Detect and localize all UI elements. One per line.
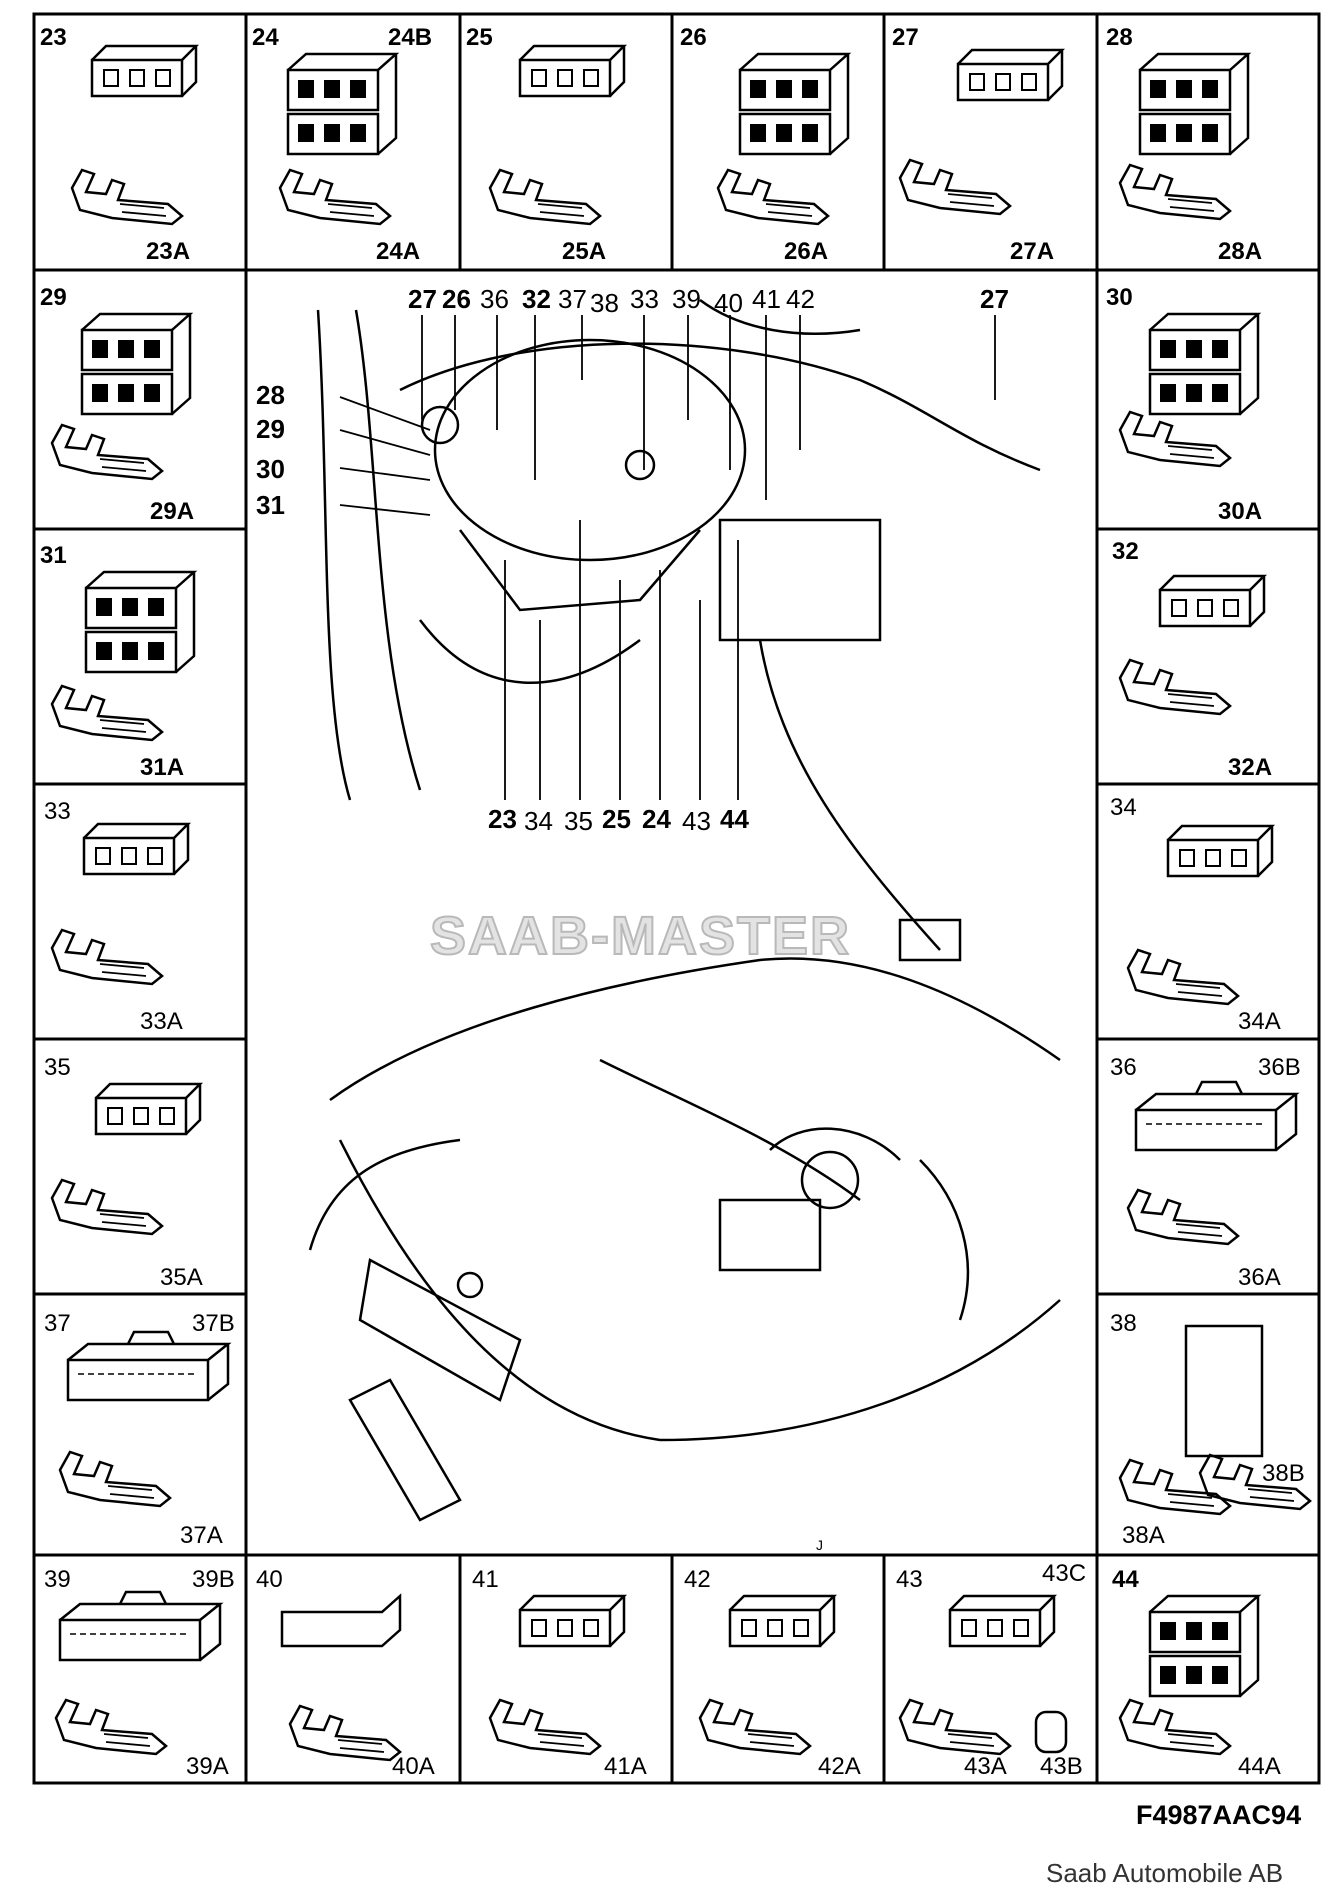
right-cell-32a-label: 32A (1228, 754, 1273, 781)
callout-bottom-35: 35 (564, 806, 593, 836)
callout-top-26: 26 (442, 284, 471, 314)
top-cell-24-label: 24 (252, 24, 279, 51)
callout-left-28: 28 (256, 380, 285, 410)
figure-code: F4987AAC94 (1136, 1800, 1302, 1830)
right-cell-36a-label: 36A (1238, 1264, 1281, 1291)
vehicle-illustration (308, 298, 1061, 1522)
right-cell-30a-label: 30A (1218, 498, 1263, 525)
left-cell-37-label: 37 (44, 1310, 71, 1337)
bottom-cell-40-label: 40 (256, 1566, 283, 1593)
top-cell-28-label: 28 (1106, 24, 1133, 51)
bottom-cell-43-label: 43 (896, 1566, 923, 1593)
callout-top-42: 42 (786, 284, 815, 314)
callout-top-33: 33 (630, 284, 659, 314)
callout-bottom-43: 43 (682, 806, 711, 836)
callout-bottom-25: 25 (602, 804, 631, 834)
right-cell-36-label: 36 (1110, 1054, 1137, 1081)
left-cell-35-label: 35 (44, 1054, 71, 1081)
callout-leaders (339, 315, 996, 800)
callout-bottom-44: 44 (720, 804, 749, 834)
copyright-text: Saab Automobile AB (1046, 1858, 1284, 1888)
bottom-cell-43b-label: 43B (1040, 1753, 1083, 1780)
left-cell-29a-label: 29A (150, 498, 195, 525)
callout-top-38: 38 (590, 288, 619, 318)
callout-left-30: 30 (256, 454, 285, 484)
top-cell-24b-label: 24B (388, 24, 433, 51)
top-cell-26-label: 26 (680, 24, 707, 51)
left-cell-33-label: 33 (44, 798, 71, 825)
callout-top-27-right: 27 (980, 284, 1009, 314)
top-row-glyphs (70, 44, 1250, 226)
callout-top-36: 36 (480, 284, 509, 314)
bottom-cell-42a-label: 42A (818, 1753, 861, 1780)
top-cell-23-label: 23 (40, 24, 67, 51)
callout-top-39: 39 (672, 284, 701, 314)
callout-top-41: 41 (752, 284, 781, 314)
left-cell-31-label: 31 (40, 542, 67, 569)
callout-top-37: 37 (558, 284, 587, 314)
grid-lines (32, 12, 1321, 1785)
callout-left-31: 31 (256, 490, 285, 520)
left-cell-37b-label: 37B (192, 1310, 235, 1337)
right-cell-38-label: 38 (1110, 1310, 1137, 1337)
top-cell-25a-label: 25A (562, 238, 607, 265)
bottom-cell-43c-label: 43C (1042, 1560, 1087, 1587)
right-cell-38a-label: 38A (1122, 1522, 1165, 1549)
left-cell-33a-label: 33A (140, 1008, 183, 1035)
bottom-cell-43a-label: 43A (964, 1753, 1007, 1780)
right-cell-34-label: 34 (1110, 794, 1137, 821)
callout-bottom-23: 23 (488, 804, 517, 834)
right-cell-30-label: 30 (1106, 284, 1133, 311)
bottom-cell-39a-label: 39A (186, 1753, 229, 1780)
bottom-cell-39b-label: 39B (192, 1566, 235, 1593)
callout-top-27: 27 (408, 284, 437, 314)
bottom-cell-44a-label: 44A (1238, 1753, 1281, 1780)
callout-bottom-24: 24 (642, 804, 671, 834)
top-cell-25-label: 25 (466, 24, 493, 51)
bottom-cell-42-label: 42 (684, 1566, 711, 1593)
top-cell-28a-label: 28A (1218, 238, 1263, 265)
left-cell-29-label: 29 (40, 284, 67, 311)
bottom-cell-40a-label: 40A (392, 1753, 435, 1780)
callout-top-40: 40 (714, 288, 743, 318)
top-cell-27a-label: 27A (1010, 238, 1055, 265)
right-cell-34a-label: 34A (1238, 1008, 1281, 1035)
callout-left-29: 29 (256, 414, 285, 444)
bottom-cell-39-label: 39 (44, 1566, 71, 1593)
small-mark: J (816, 1537, 823, 1553)
right-cell-36b-label: 36B (1258, 1054, 1301, 1081)
top-cell-23a-label: 23A (146, 238, 191, 265)
connector-38-body (1184, 1324, 1264, 1458)
top-cell-27-label: 27 (892, 24, 919, 51)
callout-bottom-34: 34 (524, 806, 553, 836)
watermark: SAAB-MASTER (429, 905, 851, 967)
top-cell-26a-label: 26A (784, 238, 829, 265)
left-cell-37a-label: 37A (180, 1522, 223, 1549)
bottom-cell-41-label: 41 (472, 1566, 499, 1593)
right-column-glyphs (1118, 312, 1312, 1516)
right-cell-32-label: 32 (1112, 538, 1139, 565)
left-cell-31a-label: 31A (140, 754, 185, 781)
bottom-cell-41a-label: 41A (604, 1753, 647, 1780)
bottom-cell-44-label: 44 (1112, 1566, 1139, 1593)
left-cell-35a-label: 35A (160, 1264, 203, 1291)
top-cell-24a-label: 24A (376, 238, 421, 265)
bottom-row-glyphs (54, 1590, 1260, 1762)
right-cell-38b-label: 38B (1262, 1460, 1305, 1487)
callout-top-32: 32 (522, 284, 551, 314)
